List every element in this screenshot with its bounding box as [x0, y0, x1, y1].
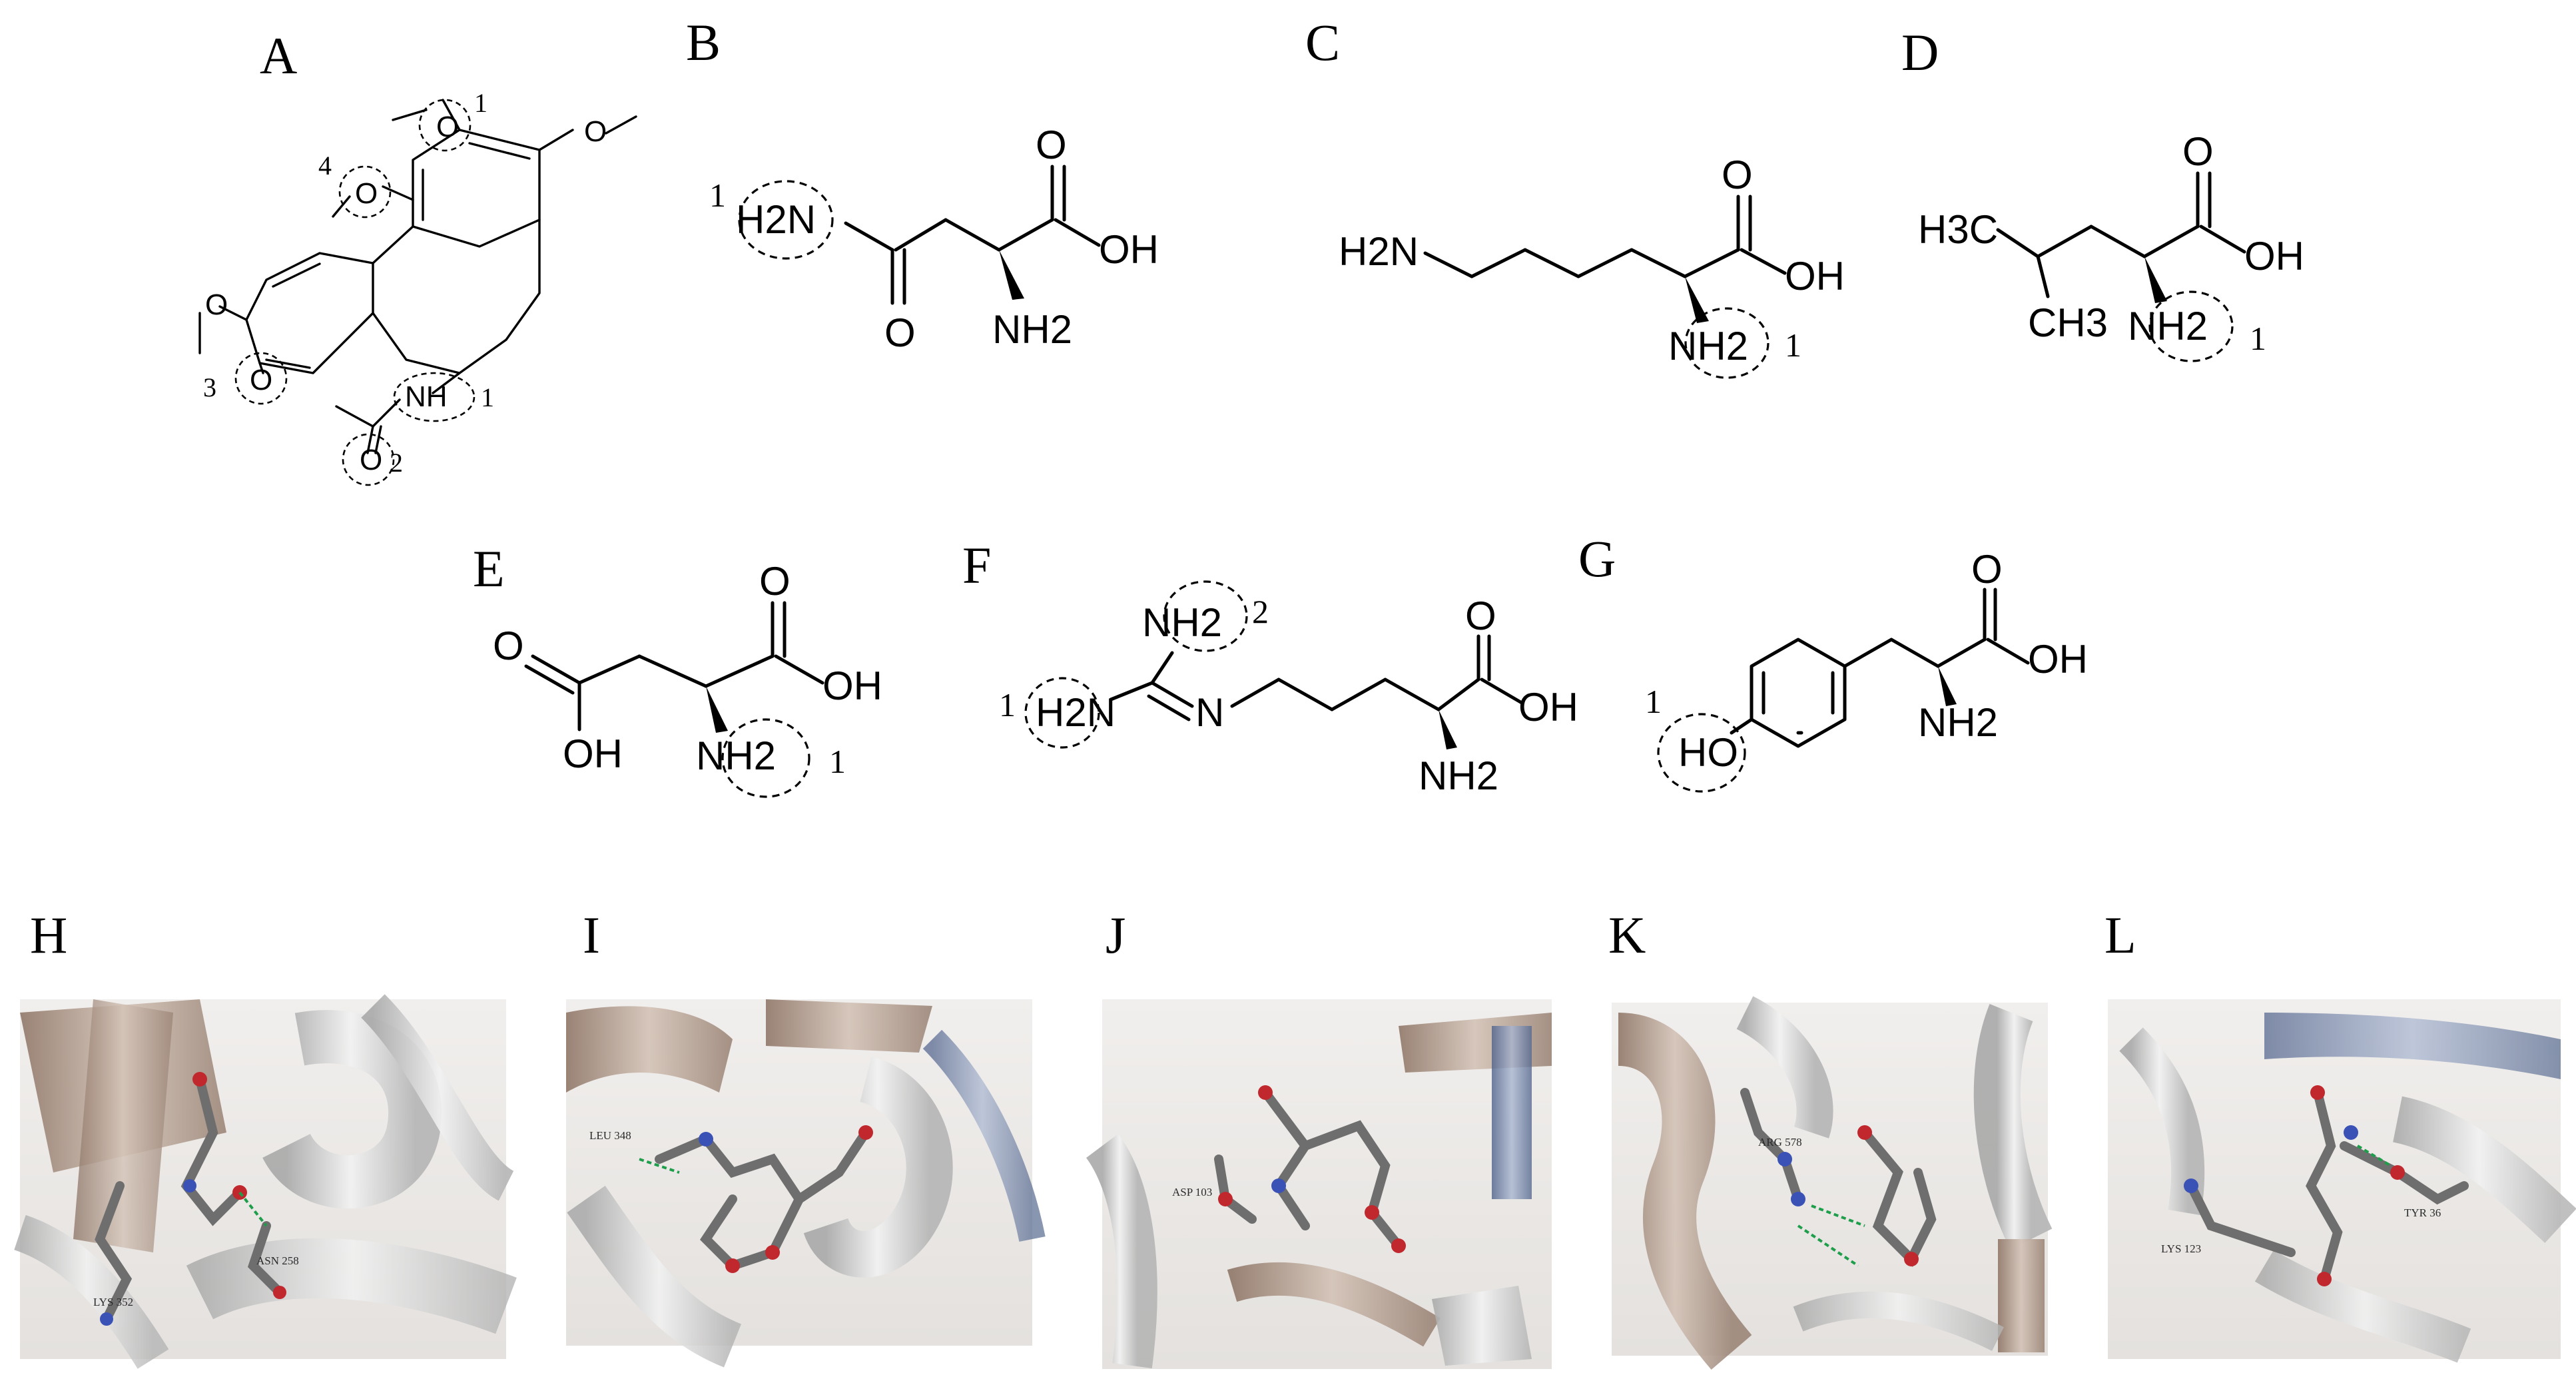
site-number: 1: [709, 177, 726, 214]
site-number: 2: [1252, 593, 1269, 630]
atom-label: OH: [1785, 254, 1845, 298]
atom-label: O: [1722, 153, 1753, 197]
atom-label: O: [1971, 547, 2003, 592]
panel-i-docking: LEU 348: [566, 999, 1046, 1368]
residue-label: ASN 258: [256, 1254, 299, 1267]
arginine-structure: NH2 H2N N O OH NH2 1 2: [999, 580, 1578, 798]
panel-label: J: [1106, 906, 1126, 964]
panel-label: A: [260, 27, 297, 85]
atom-label: OH: [822, 664, 882, 708]
asparagine-structure: H2N O OH O NH2 1: [709, 123, 1159, 355]
atom-label: H2N: [736, 197, 816, 242]
colchicine-structure: O O O O O NH O 1 4 3 1 2: [198, 88, 637, 486]
panel-l-docking: LYS 123 TYR 36: [2108, 999, 2576, 1363]
panel-label: E: [473, 540, 505, 598]
atom-label: O: [1036, 123, 1067, 167]
residue-label: LYS 123: [2161, 1242, 2201, 1255]
atom-label: O: [2182, 129, 2214, 174]
site-number: 3: [203, 372, 216, 402]
site-number: 1: [1645, 683, 1662, 720]
site-number: 1: [999, 686, 1016, 723]
atom-label: NH2: [1142, 600, 1222, 645]
atom-label: N: [1195, 690, 1224, 735]
panel-label: B: [686, 13, 721, 71]
tyrosine-structure: HO O OH NH2 1: [1645, 547, 2088, 793]
atom-label: O: [759, 559, 791, 604]
aspartic-acid-structure: O OH O OH NH2 1: [493, 559, 882, 798]
panel-h-docking: LYS 352 ASN 258: [13, 994, 517, 1369]
residue-label: TYR 36: [2404, 1206, 2441, 1219]
atom-label: O: [884, 310, 916, 355]
atom-label: NH2: [2128, 304, 2208, 348]
atom-label: H3C: [1918, 207, 1998, 252]
atom-label: H2N: [1036, 690, 1116, 735]
site-number: 1: [474, 88, 487, 118]
lysine-structure: H2N O OH NH2 1: [1339, 153, 1845, 379]
atom-label: NH2: [1668, 324, 1748, 368]
atom-label: NH: [405, 380, 448, 413]
residue-label: ARG 578: [1758, 1136, 1802, 1149]
panel-c: C H2N O OH NH2 1: [1305, 13, 1845, 379]
panel-label: C: [1305, 13, 1340, 71]
panel-d: D H3C CH3 O OH NH2 1: [1901, 23, 2304, 362]
panel-label: K: [1608, 906, 1646, 964]
atom-label: O: [360, 444, 382, 476]
atom-label: O: [584, 115, 607, 148]
atom-label: H2N: [1339, 229, 1419, 274]
site-number: 1: [829, 743, 846, 780]
atom-label: OH: [563, 731, 623, 776]
panel-label: I: [583, 906, 600, 964]
atom-label: NH2: [696, 733, 776, 778]
leucine-structure: H3C CH3 O OH NH2 1: [1918, 129, 2304, 362]
atom-label: NH2: [992, 307, 1072, 352]
atom-label: NH2: [1419, 753, 1498, 798]
residue-label: ASP 103: [1172, 1186, 1212, 1198]
atom-label: O: [250, 364, 272, 396]
atom-label: O: [1465, 594, 1496, 638]
atom-label: OH: [1099, 227, 1159, 272]
site-number: 2: [390, 448, 403, 478]
site-number: 1: [2250, 320, 2266, 357]
site-number: 1: [481, 382, 494, 412]
panel-g: G HO O OH NH2 1: [1578, 530, 2088, 793]
panel-e: E O OH O OH NH2 1: [473, 540, 882, 798]
atom-label: OH: [2028, 637, 2088, 682]
panel-label: H: [30, 906, 67, 964]
atom-label: OH: [2244, 234, 2304, 278]
atom-label: OH: [1518, 685, 1578, 729]
site-number: 1: [1785, 326, 1801, 364]
atom-label: O: [493, 624, 524, 668]
panel-j-docking: ASP 103: [1086, 999, 1552, 1369]
panel-k-docking: ARG 578: [1612, 996, 2053, 1370]
panel-label: G: [1578, 530, 1616, 588]
atom-label: CH3: [2028, 300, 2108, 345]
panel-label: D: [1901, 23, 1939, 81]
panel-label: F: [962, 536, 991, 594]
residue-label: LEU 348: [589, 1129, 631, 1142]
panel-a: A: [198, 27, 637, 486]
atom-label: O: [436, 111, 459, 143]
atom-label: O: [355, 177, 378, 210]
site-number: 4: [318, 151, 332, 181]
panel-f: F NH2 H2N N O OH NH2 1 2: [962, 536, 1578, 798]
panel-label: L: [2104, 906, 2136, 964]
residue-label: LYS 352: [93, 1296, 133, 1308]
atom-label: HO: [1678, 730, 1738, 775]
atom-label: NH2: [1918, 700, 1998, 745]
panel-b: B H2N O OH O NH2 1: [686, 13, 1159, 355]
atom-label: O: [205, 288, 228, 321]
